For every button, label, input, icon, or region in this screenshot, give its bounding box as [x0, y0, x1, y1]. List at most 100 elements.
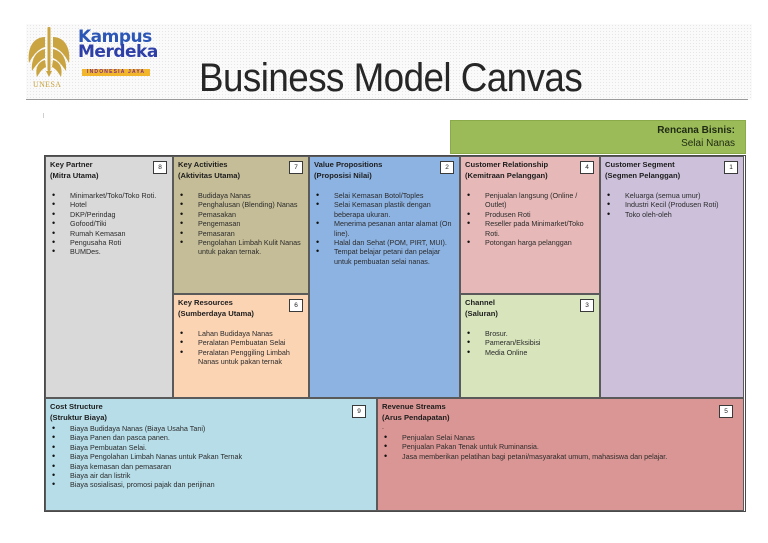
- business-model-canvas: Key Partner (Mitra Utama) 8 Minimarket/T…: [44, 155, 746, 512]
- page-title: Business Model Canvas: [199, 56, 583, 100]
- block-item-list: Penjualan langsung (Online / Outlet) Pro…: [465, 191, 595, 248]
- block-title: Key Partner: [50, 160, 93, 169]
- list-item: Peralatan Penggiling Limbah Nanas untuk …: [178, 348, 304, 367]
- block-item-list: Lahan Budidaya Nanas Peralatan Pembuatan…: [178, 329, 304, 367]
- block-item-list: Penjualan Selai Nanas Penjualan Pakan Te…: [382, 433, 739, 462]
- block-title: Customer Relationship: [465, 160, 549, 169]
- unesa-logo-text: UNESA: [33, 80, 62, 89]
- header-divider: [26, 99, 748, 100]
- list-item: Penjualan langsung (Online / Outlet): [465, 191, 595, 210]
- kampus-merdeka-logo: Kampus Merdeka INDONESIA JAYA: [78, 27, 158, 78]
- list-item: Biaya Pengolahan Limbah Nanas untuk Paka…: [50, 452, 372, 462]
- block-title: Cost Structure: [50, 402, 103, 411]
- block-item-list: Brosur. Pameran/Eksibisi Media Online: [465, 329, 595, 358]
- unesa-logo-icon: [28, 27, 70, 77]
- stray-dot: .: [382, 424, 384, 431]
- list-item: Brosur.: [465, 329, 595, 339]
- list-item: Pengolahan Limbah Kulit Nanas untuk paka…: [178, 238, 304, 257]
- list-item: Selai Kemasan Botol/Toples: [314, 191, 455, 201]
- stray-mark: [43, 113, 44, 118]
- list-item: Pemasaran: [178, 229, 304, 239]
- cost-structure-block: Cost Structure (Struktur Biaya) 9 Biaya …: [45, 398, 377, 511]
- block-subtitle: (Sumberdaya Utama): [178, 308, 254, 318]
- block-item-list: Keluarga (semua umur) Industri Kecil (Pr…: [605, 191, 739, 220]
- header-band: [26, 24, 752, 100]
- block-title: Value Propositions: [314, 160, 383, 169]
- block-number-badge: 6: [289, 299, 303, 312]
- list-item: Gofood/Tiki: [50, 219, 168, 229]
- list-item: Biaya Panen dan pasca panen.: [50, 433, 372, 443]
- list-item: Selai Kemasan plastik dengan beberapa uk…: [314, 200, 455, 219]
- plan-label: Rencana Bisnis:: [657, 125, 735, 136]
- list-item: Biaya Pembuatan Selai.: [50, 443, 372, 453]
- key-resources-block: Key Resources (Sumberdaya Utama) 6 Lahan…: [173, 294, 309, 398]
- list-item: Pengusaha Roti: [50, 238, 168, 248]
- list-item: Biaya sosialisasi, promosi pajak dan per…: [50, 480, 372, 490]
- list-item: Minimarket/Toko/Toko Roti.: [50, 191, 168, 201]
- logo-tagline: INDONESIA JAYA: [82, 69, 151, 76]
- list-item: Tempat belajar petani dan pelajar untuk …: [314, 247, 455, 266]
- list-item: Penjualan Pakan Tenak untuk Ruminansia.: [382, 442, 739, 452]
- key-activities-block: Key Activities (Aktivitas Utama) 7 Budid…: [173, 156, 309, 294]
- block-item-list: Selai Kemasan Botol/Toples Selai Kemasan…: [314, 191, 455, 266]
- list-item: Keluarga (semua umur): [605, 191, 739, 201]
- block-item-list: Minimarket/Toko/Toko Roti. Hotel DKP/Per…: [50, 191, 168, 257]
- channel-block: Channel (Saluran) 3 Brosur. Pameran/Eksi…: [460, 294, 600, 398]
- block-title: Channel: [465, 298, 495, 307]
- list-item: Peralatan Pembuatan Selai: [178, 338, 304, 348]
- block-item-list: Budidaya Nanas Penghalusan (Blending) Na…: [178, 191, 304, 257]
- list-item: Pemasakan: [178, 210, 304, 220]
- list-item: Media Online: [465, 348, 595, 358]
- customer-segment-block: Customer Segment (Segmen Pelanggan) 1 Ke…: [600, 156, 744, 398]
- list-item: Industri Kecil (Produsen Roti): [605, 200, 739, 210]
- list-item: DKP/Perindag: [50, 210, 168, 220]
- list-item: Rumah Kemasan: [50, 229, 168, 239]
- business-plan-box: Rencana Bisnis: Selai Nanas: [450, 120, 746, 154]
- customer-relationship-block: Customer Relationship (Kemitraan Pelangg…: [460, 156, 600, 294]
- list-item: BUMDes.: [50, 247, 168, 257]
- list-item: Reseller pada Minimarket/Toko Roti.: [465, 219, 595, 238]
- plan-value: Selai Nanas: [681, 138, 735, 149]
- list-item: Potongan harga pelanggan: [465, 238, 595, 248]
- list-item: Halal dan Sehat (POM, PIRT, MUI).: [314, 238, 455, 248]
- block-number-badge: 9: [352, 405, 366, 418]
- block-number-badge: 3: [580, 299, 594, 312]
- key-partner-block: Key Partner (Mitra Utama) 8 Minimarket/T…: [45, 156, 173, 398]
- list-item: Jasa memberikan pelatihan bagi petani/ma…: [382, 452, 739, 462]
- block-number-badge: 4: [580, 161, 594, 174]
- block-subtitle: (Aktivitas Utama): [178, 170, 241, 180]
- value-propositions-block: Value Propositions (Proposisi Nilai) 2 S…: [309, 156, 460, 398]
- block-title: Key Resources: [178, 298, 233, 307]
- block-title: Key Activities: [178, 160, 228, 169]
- logo-line-kampus: Kampus: [78, 27, 152, 47]
- list-item: Produsen Roti: [465, 210, 595, 220]
- block-item-list: Biaya Budidaya Nanas (Biaya Usaha Tani) …: [50, 424, 372, 490]
- block-subtitle: (Proposisi Nilai): [314, 170, 372, 180]
- list-item: Biaya air dan listrik: [50, 471, 372, 481]
- list-item: Pameran/Eksibisi: [465, 338, 595, 348]
- list-item: Penghalusan (Blending) Nanas: [178, 200, 304, 210]
- block-subtitle: (Saluran): [465, 308, 498, 318]
- block-subtitle: (Struktur Biaya): [50, 412, 107, 422]
- list-item: Penjualan Selai Nanas: [382, 433, 739, 443]
- block-number-badge: 7: [289, 161, 303, 174]
- block-title: Revenue Streams: [382, 402, 446, 411]
- list-item: Pengemasan: [178, 219, 304, 229]
- list-item: Menerima pesanan antar alamat (On line).: [314, 219, 455, 238]
- logo-line-merdeka: Merdeka: [78, 42, 158, 62]
- block-subtitle: (Arus Pendapatan): [382, 412, 450, 422]
- list-item: Lahan Budidaya Nanas: [178, 329, 304, 339]
- block-subtitle: (Kemitraan Pelanggan): [465, 170, 548, 180]
- block-number-badge: 8: [153, 161, 167, 174]
- list-item: Biaya kemasan dan pemasaran: [50, 462, 372, 472]
- list-item: Budidaya Nanas: [178, 191, 304, 201]
- list-item: Biaya Budidaya Nanas (Biaya Usaha Tani): [50, 424, 372, 434]
- revenue-streams-block: Revenue Streams (Arus Pendapatan) 5 . Pe…: [377, 398, 744, 511]
- block-number-badge: 2: [440, 161, 454, 174]
- list-item: Toko oleh-oleh: [605, 210, 739, 220]
- block-title: Customer Segment: [605, 160, 675, 169]
- block-number-badge: 5: [719, 405, 733, 418]
- block-subtitle: (Mitra Utama): [50, 170, 99, 180]
- block-number-badge: 1: [724, 161, 738, 174]
- block-subtitle: (Segmen Pelanggan): [605, 170, 681, 180]
